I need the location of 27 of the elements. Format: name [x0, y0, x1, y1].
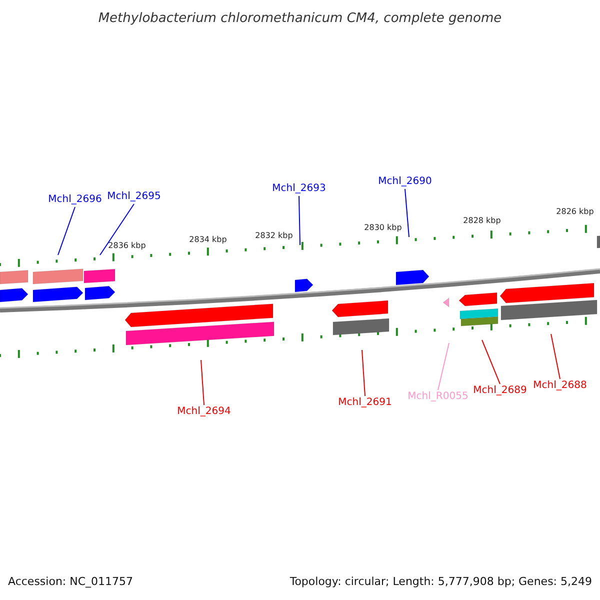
gene-label: Mchl_2695: [107, 191, 161, 203]
gene-label: Mchl_2688: [533, 380, 587, 392]
leader-line: [482, 340, 500, 384]
leader-line: [438, 342, 450, 390]
scale-label: 2836 kbp: [108, 241, 146, 251]
leader-line: [404, 188, 410, 238]
gene-label: Mchl_2691: [338, 397, 392, 409]
genome-summary-text: Topology: circular; Length: 5,777,908 bp; Genes: 5,249: [290, 574, 592, 590]
gene-label: Mchl_2694: [177, 406, 231, 418]
gene-label: Mchl_R0055: [408, 391, 468, 403]
leader-line: [362, 350, 366, 396]
scale-label: 2826 kbp: [556, 207, 594, 217]
gene-label: Mchl_2693: [272, 183, 326, 195]
scale-label: 2830 kbp: [364, 223, 402, 233]
scale-label: 2834 kbp: [189, 235, 227, 245]
scale-label: 2832 kbp: [255, 231, 293, 241]
gene-label: Mchl_2690: [378, 176, 432, 188]
leader-line: [298, 196, 300, 246]
leader-line: [200, 360, 204, 406]
leader-line: [58, 206, 76, 256]
accession-text: Accession: NC_011757: [8, 574, 134, 590]
leader-line: [550, 334, 560, 380]
leader-line: [100, 204, 134, 256]
gene-label: Mchl_2696: [48, 194, 102, 206]
scale-label: 2828 kbp: [463, 216, 501, 226]
gene-label: Mchl_2689: [473, 385, 527, 397]
title: Methylobacterium chloromethanicum CM4, complete genome: [98, 10, 502, 28]
